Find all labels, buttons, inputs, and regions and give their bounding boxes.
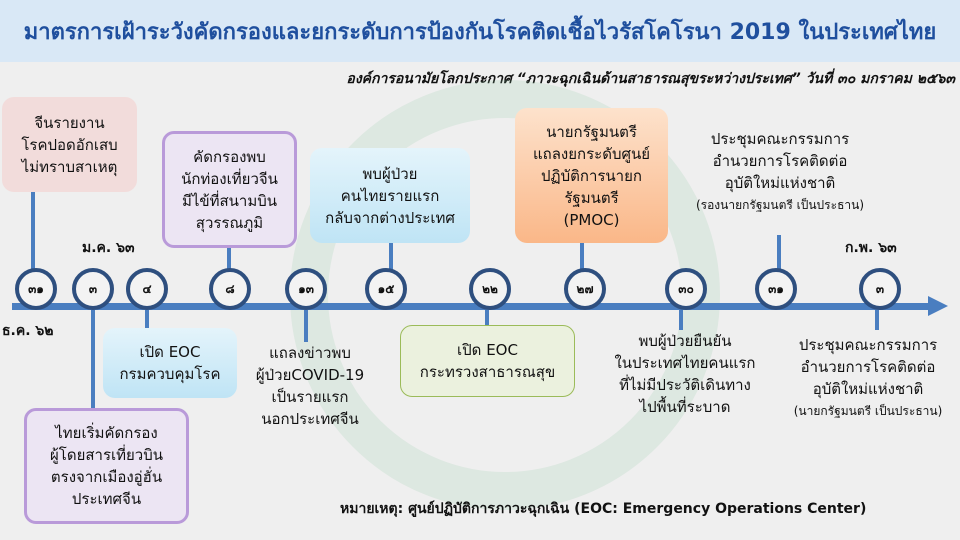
event-box: เปิด EOC กรมควบคุมโรค	[103, 328, 237, 398]
event-line: ตรงจากเมืองอู่ฮั่น	[50, 468, 163, 486]
connector	[580, 243, 584, 270]
connector	[485, 306, 489, 328]
event-line: ปฏิบัติการนายกรัฐมนตรี	[541, 166, 642, 207]
event-text: ประชุมคณะกรรมการอำนวยการโรคติดต่ออุบัติใ…	[778, 334, 958, 422]
date-node: ๓๑	[755, 268, 797, 310]
date-node: ๓	[72, 268, 114, 310]
event-line: ไทยเริ่มคัดกรอง	[55, 424, 158, 442]
event-line: กลับจากต่างประเทศ	[325, 208, 455, 227]
event-line: จีนรายงาน	[34, 113, 105, 132]
event-line: อุบัติใหม่แห่งชาติ	[724, 174, 836, 192]
event-line: แถลงยกระดับศูนย์	[532, 144, 651, 163]
event-line: กรมควบคุมโรค	[119, 365, 221, 383]
event-line: นายกรัฐมนตรี	[546, 122, 637, 141]
connector	[875, 306, 879, 330]
event-line: ประชุมคณะกรรมการ	[710, 130, 850, 148]
date-node: ๒๗	[564, 268, 606, 310]
connector	[31, 192, 35, 270]
date-node: ๒๒	[469, 268, 511, 310]
event-line: อำนวยการโรคติดต่อ	[800, 358, 936, 376]
event-line: ประเทศจีน	[71, 490, 142, 508]
event-box: จีนรายงานโรคปอดอักเสบไม่ทราบสาเหตุ	[2, 97, 137, 192]
connector	[91, 306, 95, 410]
event-line: คัดกรองพบ	[193, 147, 266, 166]
month-label-feb: ก.พ. ๖๓	[845, 240, 897, 256]
event-line: แถลงข่าวพบ	[269, 344, 351, 362]
connector	[145, 306, 149, 330]
event-line: ในประเทศไทยคนแรก	[614, 354, 756, 372]
event-box: ไทยเริ่มคัดกรองผู้โดยสารเที่ยวบินตรงจากเ…	[24, 408, 189, 524]
event-line: คนไทยรายแรก	[340, 186, 440, 205]
connector	[304, 306, 308, 342]
connector	[389, 243, 393, 270]
date-node: ๔	[126, 268, 168, 310]
event-line: นักท่องเที่ยวจีน	[181, 169, 278, 188]
event-box: พบผู้ป่วยคนไทยรายแรกกลับจากต่างประเทศ	[310, 148, 470, 243]
event-line: กระทรวงสาธารณสุข	[419, 363, 556, 381]
event-line: นอกประเทศจีน	[261, 410, 359, 428]
date-node: ๓	[859, 268, 901, 310]
event-line: อำนวยการโรคติดต่อ	[712, 152, 848, 170]
event-line: ที่ไม่มีประวัติเดินทาง	[619, 376, 751, 394]
connector	[777, 235, 781, 270]
date-node: ๑๕	[365, 268, 407, 310]
event-line: (PMOC)	[563, 210, 620, 229]
event-line: ผู้โดยสารเที่ยวบิน	[49, 446, 163, 464]
month-label-jan: ม.ค. ๖๓	[82, 240, 135, 256]
event-text: พบผู้ป่วยยืนยันในประเทศไทยคนแรกที่ไม่มีป…	[600, 330, 770, 418]
connector	[227, 248, 231, 270]
event-line: ผู้ป่วยCOVID-19	[255, 366, 365, 384]
arrow-head-icon	[928, 296, 948, 316]
event-line: สุวรรณภูมิ	[195, 213, 264, 232]
date-node: ๑๓	[285, 268, 327, 310]
event-line: พบผู้ป่วย	[362, 164, 418, 183]
timeline-axis	[12, 303, 930, 310]
event-line: (นายกรัฐมนตรี เป็นประธาน)	[793, 404, 943, 418]
month-label-dec: ธ.ค. ๖๒	[2, 323, 54, 339]
page-title: มาตรการเฝ้าระวังคัดกรองและยกระดับการป้อง…	[23, 19, 937, 45]
event-line: อุบัติใหม่แห่งชาติ	[812, 380, 924, 398]
event-line: ประชุมคณะกรรมการ	[798, 336, 938, 354]
event-box: คัดกรองพบนักท่องเที่ยวจีนมีไข้ที่สนามบิน…	[162, 131, 297, 248]
event-line: เป็นรายแรก	[271, 388, 349, 406]
event-text: ประชุมคณะกรรมการอำนวยการโรคติดต่ออุบัติใ…	[680, 128, 880, 216]
event-line: เปิด EOC	[139, 343, 201, 361]
date-node: ๓๑	[15, 268, 57, 310]
footnote: หมายเหตุ: ศูนย์ปฏิบัติการภาวะฉุกเฉิน (EO…	[340, 501, 867, 517]
event-line: พบผู้ป่วยยืนยัน	[638, 332, 732, 350]
event-line: ไปพื้นที่ระบาด	[639, 398, 731, 416]
event-line: (รองนายกรัฐมนตรี เป็นประธาน)	[695, 198, 865, 212]
event-box: นายกรัฐมนตรีแถลงยกระดับศูนย์ปฏิบัติการนา…	[515, 108, 668, 243]
event-text: แถลงข่าวพบผู้ป่วยCOVID-19 เป็นรายแรกนอกปร…	[245, 342, 375, 430]
subtitle: องค์การอนามัยโลกประกาศ “ภาวะฉุกเฉินด้านส…	[346, 71, 955, 87]
date-node: ๘	[209, 268, 251, 310]
event-box: เปิด EOC กระทรวงสาธารณสุข	[400, 325, 575, 397]
title-bar: มาตรการเฝ้าระวังคัดกรองและยกระดับการป้อง…	[0, 0, 960, 62]
event-line: ไม่ทราบสาเหตุ	[21, 157, 118, 176]
event-line: เปิด EOC	[457, 341, 518, 359]
date-node: ๓๐	[665, 268, 707, 310]
event-line: โรคปอดอักเสบ	[21, 135, 118, 154]
connector	[679, 306, 683, 330]
event-line: มีไข้ที่สนามบิน	[181, 191, 278, 210]
